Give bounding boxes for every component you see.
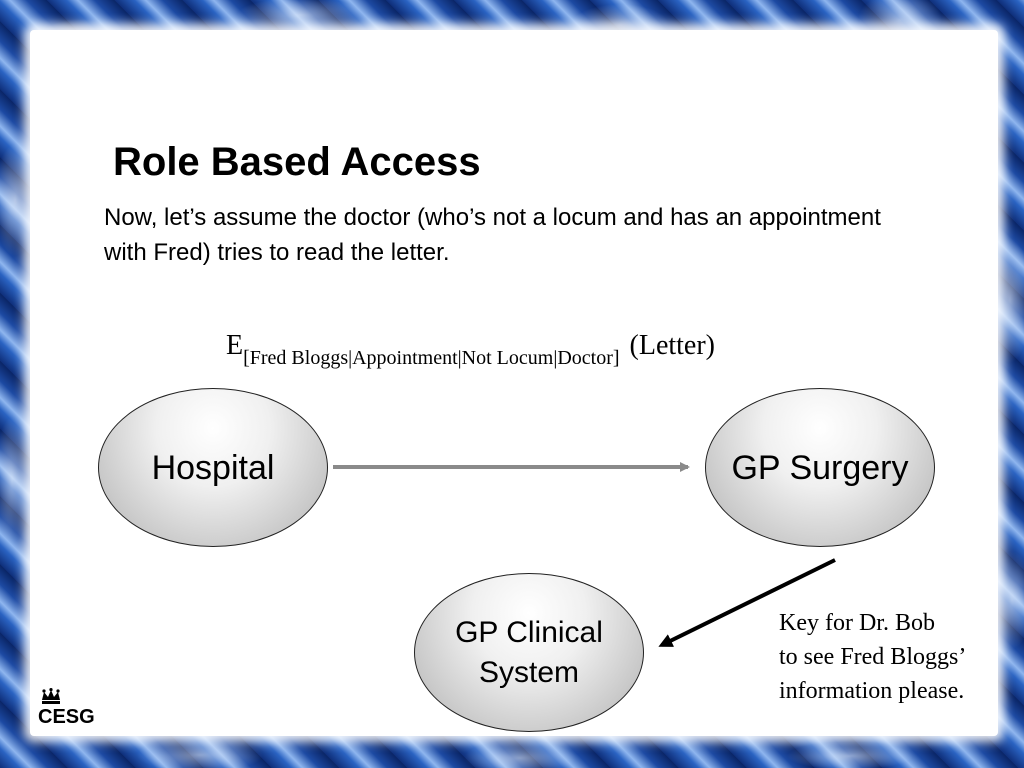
note-line-3: information please. — [779, 678, 965, 704]
node-gp-clinical-line2: System — [478, 655, 580, 689]
slide-body-text: Now, let’s assume the doctor (who’s not … — [104, 204, 881, 266]
node-gp-clinical-line1: GP Clinical — [455, 615, 603, 649]
encryption-formula: E[Fred Bloggs|Appointment|Not Locum|Doct… — [226, 330, 716, 369]
formula-main: E — [226, 330, 244, 361]
crown-icon — [42, 688, 60, 704]
note-line-1: Key for Dr. Bob — [779, 610, 935, 636]
logo-text: CESG — [38, 706, 95, 728]
node-gp-surgery-label: GP Surgery — [731, 448, 909, 487]
node-gp-surgery: GP Surgery — [705, 388, 935, 547]
key-request-note: Key for Dr. Bob to see Fred Bloggs’ info… — [779, 606, 966, 708]
note-line-2: to see Fred Bloggs’ — [779, 644, 967, 670]
node-hospital-label: Hospital — [151, 448, 275, 487]
node-hospital: Hospital — [98, 388, 328, 547]
slide-title: Role Based Access — [113, 140, 481, 184]
formula-suffix: (Letter) — [629, 330, 716, 361]
edge-gp-surgery-to-gp-clinical — [658, 558, 836, 647]
formula-subscript: [Fred Bloggs|Appointment|Not Locum|Docto… — [243, 347, 620, 369]
cesg-logo: CESG — [38, 688, 118, 732]
